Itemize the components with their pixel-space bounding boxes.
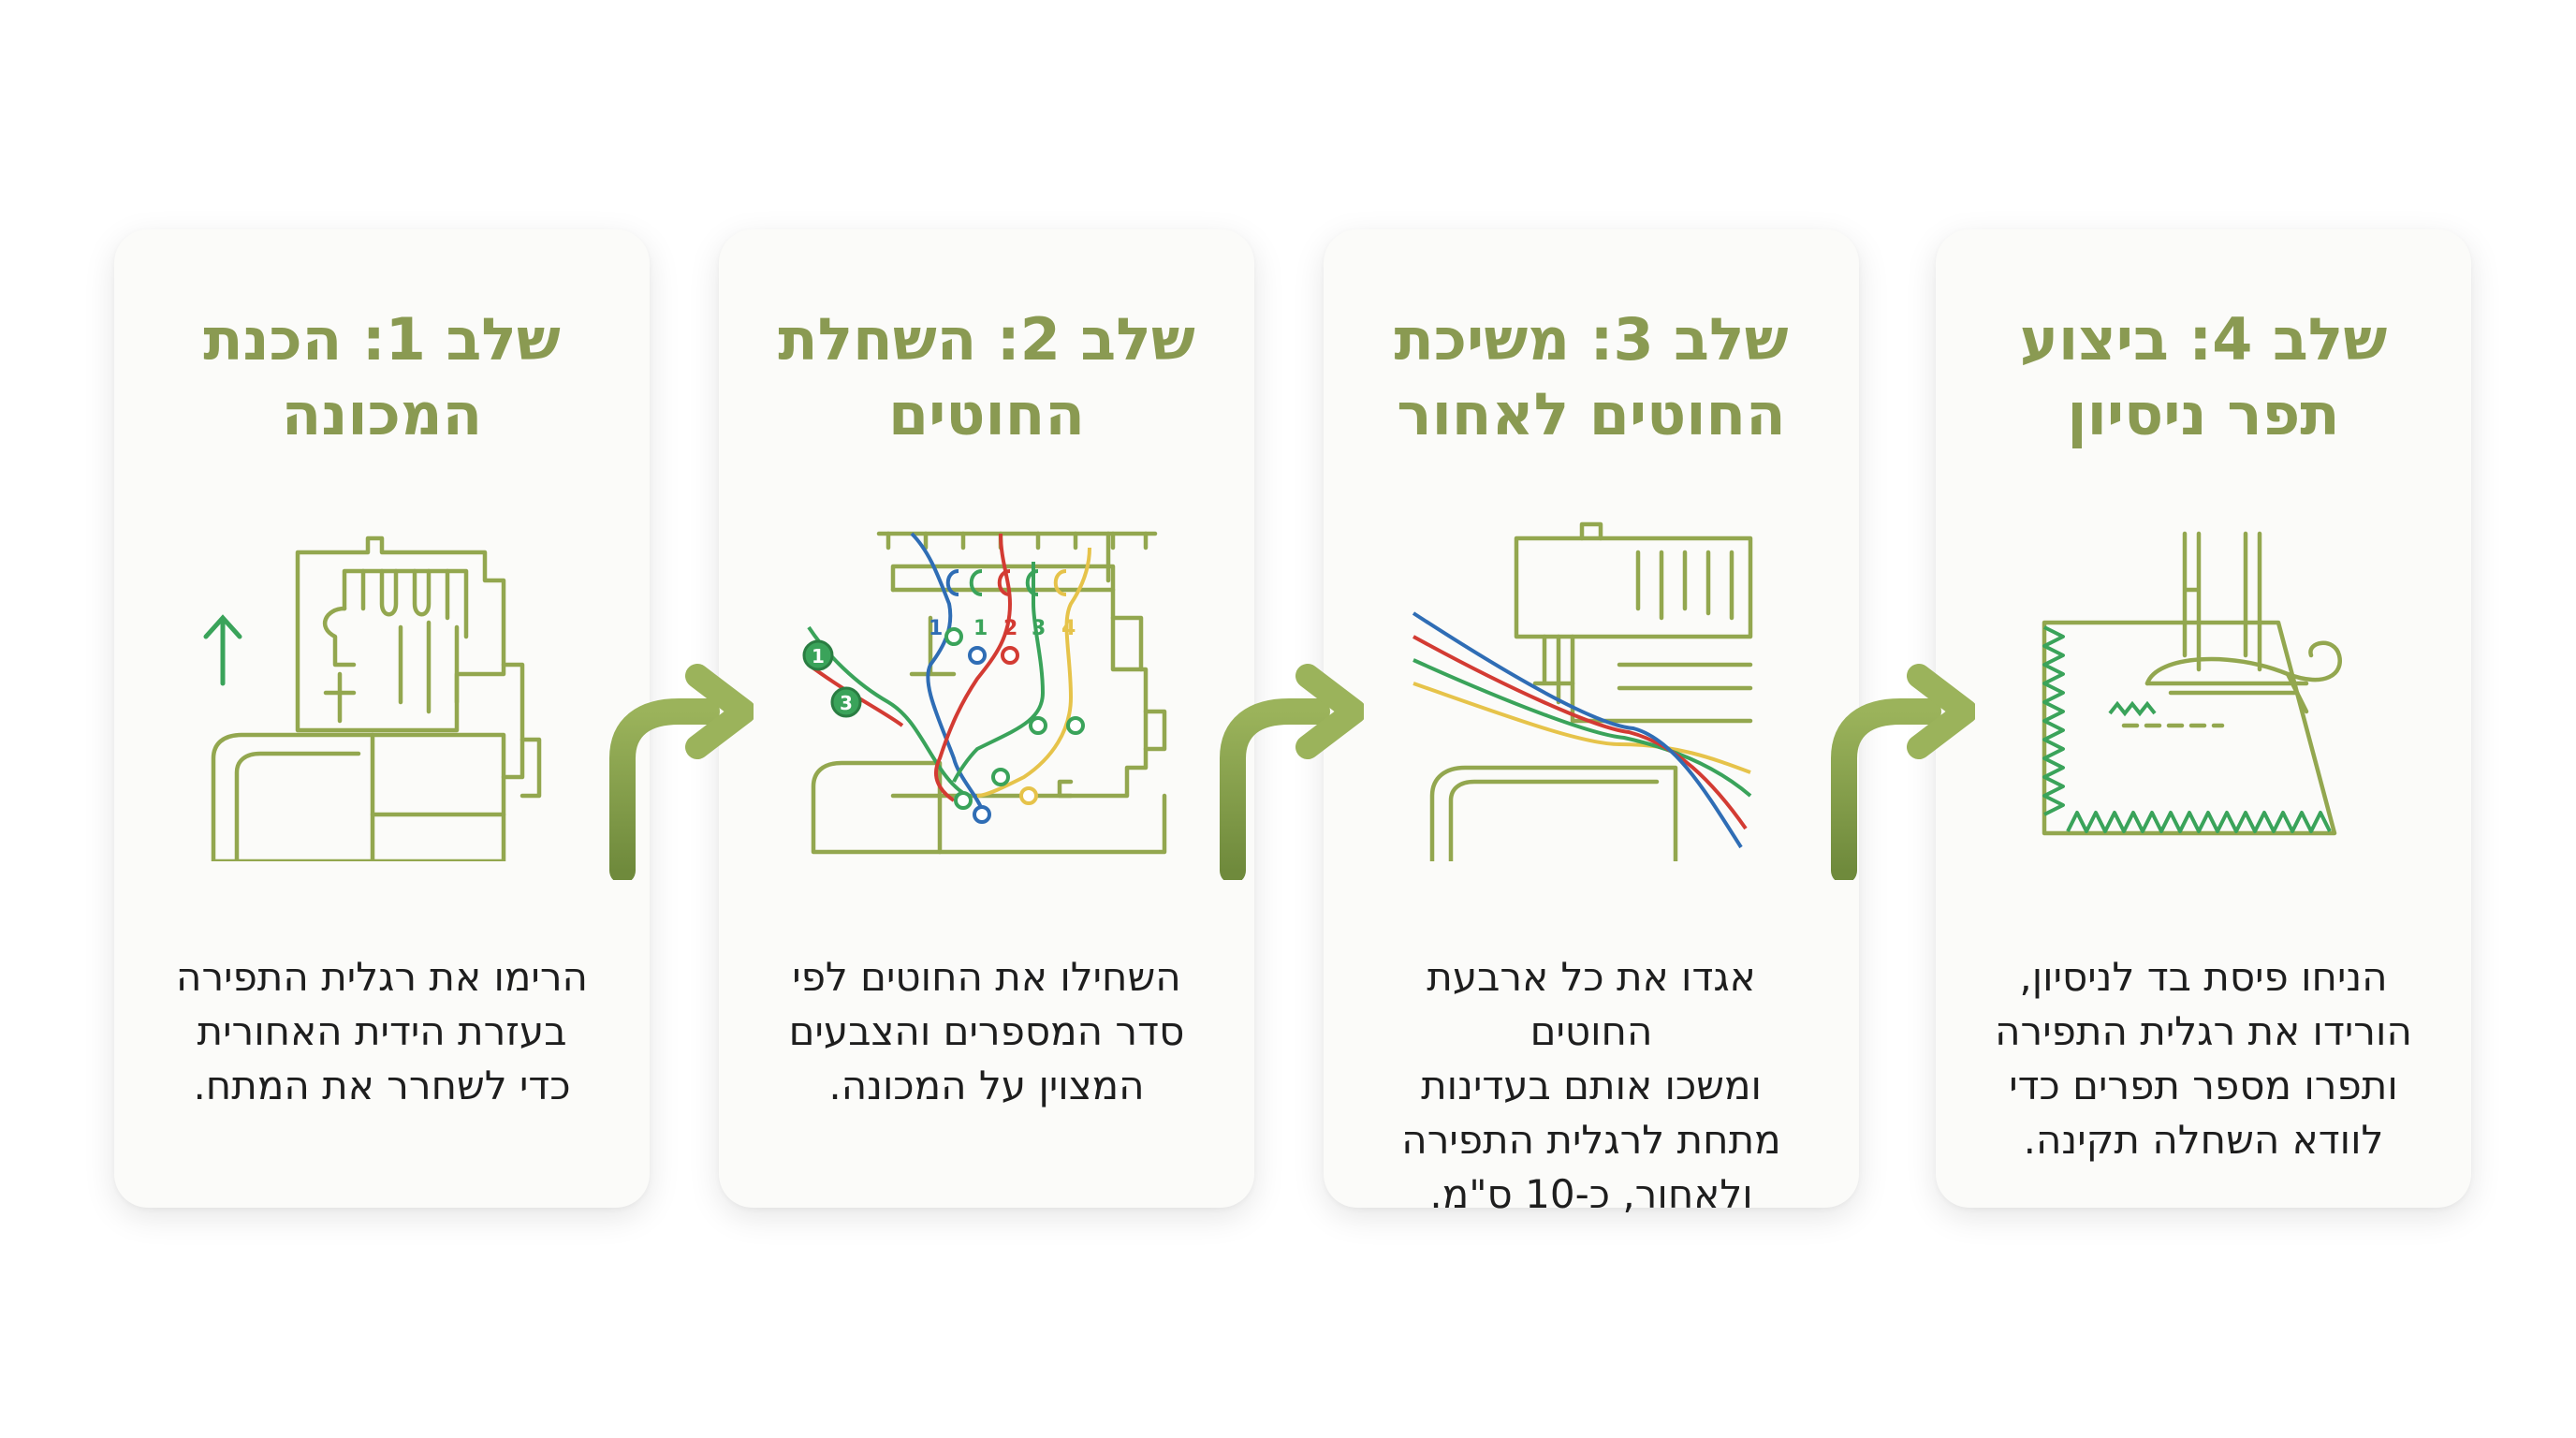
next-step-arrow-icon bbox=[1831, 664, 1975, 880]
step-title: שלב 2: השחלת החוטים bbox=[778, 305, 1195, 448]
thread-number: 3 bbox=[1032, 617, 1046, 640]
thread-number: 1 bbox=[973, 617, 988, 640]
test-seam-illustration bbox=[2042, 531, 2342, 836]
step-card-4: שלב 4: ביצוע תפר ניסיון הניחו פיסת בד לנ… bbox=[1936, 229, 2471, 1208]
thread-number: 2 bbox=[1003, 617, 1017, 640]
step-card-2: שלב 2: השחלת החוטים 1 1 2 3 4 bbox=[719, 229, 1254, 1208]
step-card-1: שלב 1: הכנת המכונה הרימו את רגלית התפירה… bbox=[114, 229, 650, 1208]
step-title: שלב 4: ביצוע תפר ניסיון bbox=[2019, 305, 2388, 448]
step-description: הרימו את רגלית התפירה בעזרת הידית האחורי… bbox=[176, 954, 588, 1108]
guide-badge: 1 bbox=[812, 645, 825, 668]
threading-diagram-illustration: 1 1 2 3 4 1 3 bbox=[802, 531, 1167, 855]
step-title: שלב 3: משיכת החוטים לאחור bbox=[1394, 305, 1789, 448]
step-description: השחילו את החוטים לפי סדר המספרים והצבעים… bbox=[788, 954, 1185, 1108]
step-card-3: שלב 3: משיכת החוטים לאחור אגדו את כל ארב… bbox=[1324, 229, 1859, 1217]
thread-number: 1 bbox=[929, 617, 943, 640]
next-step-arrow-icon bbox=[1220, 664, 1364, 880]
step-description: אגדו את כל ארבעת החוטים ומשכו אותם בעדינ… bbox=[1401, 954, 1781, 1217]
serger-machine-illustration bbox=[203, 536, 542, 861]
threads-under-foot-illustration bbox=[1412, 521, 1753, 861]
next-step-arrow-icon bbox=[609, 664, 754, 880]
step-description: הניחו פיסת בד לניסיון, הורידו את רגלית ה… bbox=[1995, 954, 2412, 1163]
guide-badge: 3 bbox=[840, 692, 853, 714]
step-title: שלב 1: הכנת המכונה bbox=[203, 305, 561, 448]
thread-number: 4 bbox=[1061, 617, 1076, 640]
